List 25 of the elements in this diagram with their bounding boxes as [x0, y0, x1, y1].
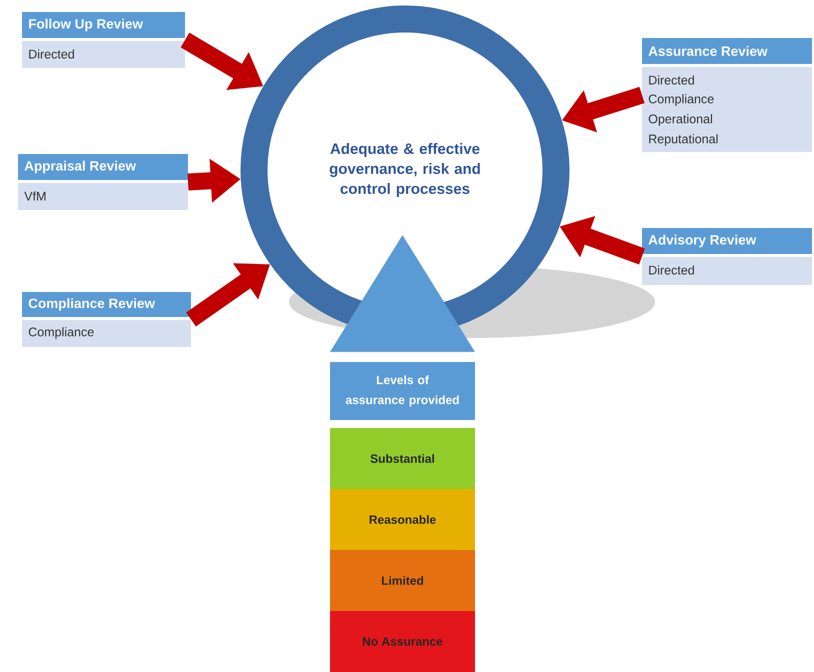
node-label: Adequate & effective governance, risk and control processes: [330, 143, 480, 197]
card-heading: Compliance Review: [28, 298, 155, 311]
arrow: [330, 235, 475, 352]
card-item: VfM: [24, 191, 46, 201]
review-card: [22, 292, 191, 347]
review-card: [22, 12, 185, 68]
level-band: Reasonable: [330, 489, 475, 550]
card-heading: Follow Up Review: [29, 18, 143, 32]
level-band: Limited: [330, 550, 475, 611]
card-heading: Advisory Review: [648, 234, 756, 248]
review-card: [642, 38, 812, 152]
card-item: Compliance: [648, 94, 714, 106]
levels-header: Levels of assurance provided: [330, 362, 475, 420]
card-item: Compliance: [28, 327, 94, 339]
level-band: No Assurance: [330, 611, 475, 672]
level-band: Substantial: [330, 428, 475, 489]
card-item: Reputational: [649, 134, 718, 146]
card-heading: Appraisal Review: [24, 160, 136, 174]
review-card: [642, 228, 812, 285]
card-item: Directed: [29, 49, 74, 59]
review-card: [18, 154, 188, 210]
card-item: Directed: [649, 75, 694, 85]
card-heading: Assurance Review: [648, 46, 768, 56]
card-item: Operational: [648, 114, 712, 126]
card-item: Directed: [649, 265, 694, 275]
